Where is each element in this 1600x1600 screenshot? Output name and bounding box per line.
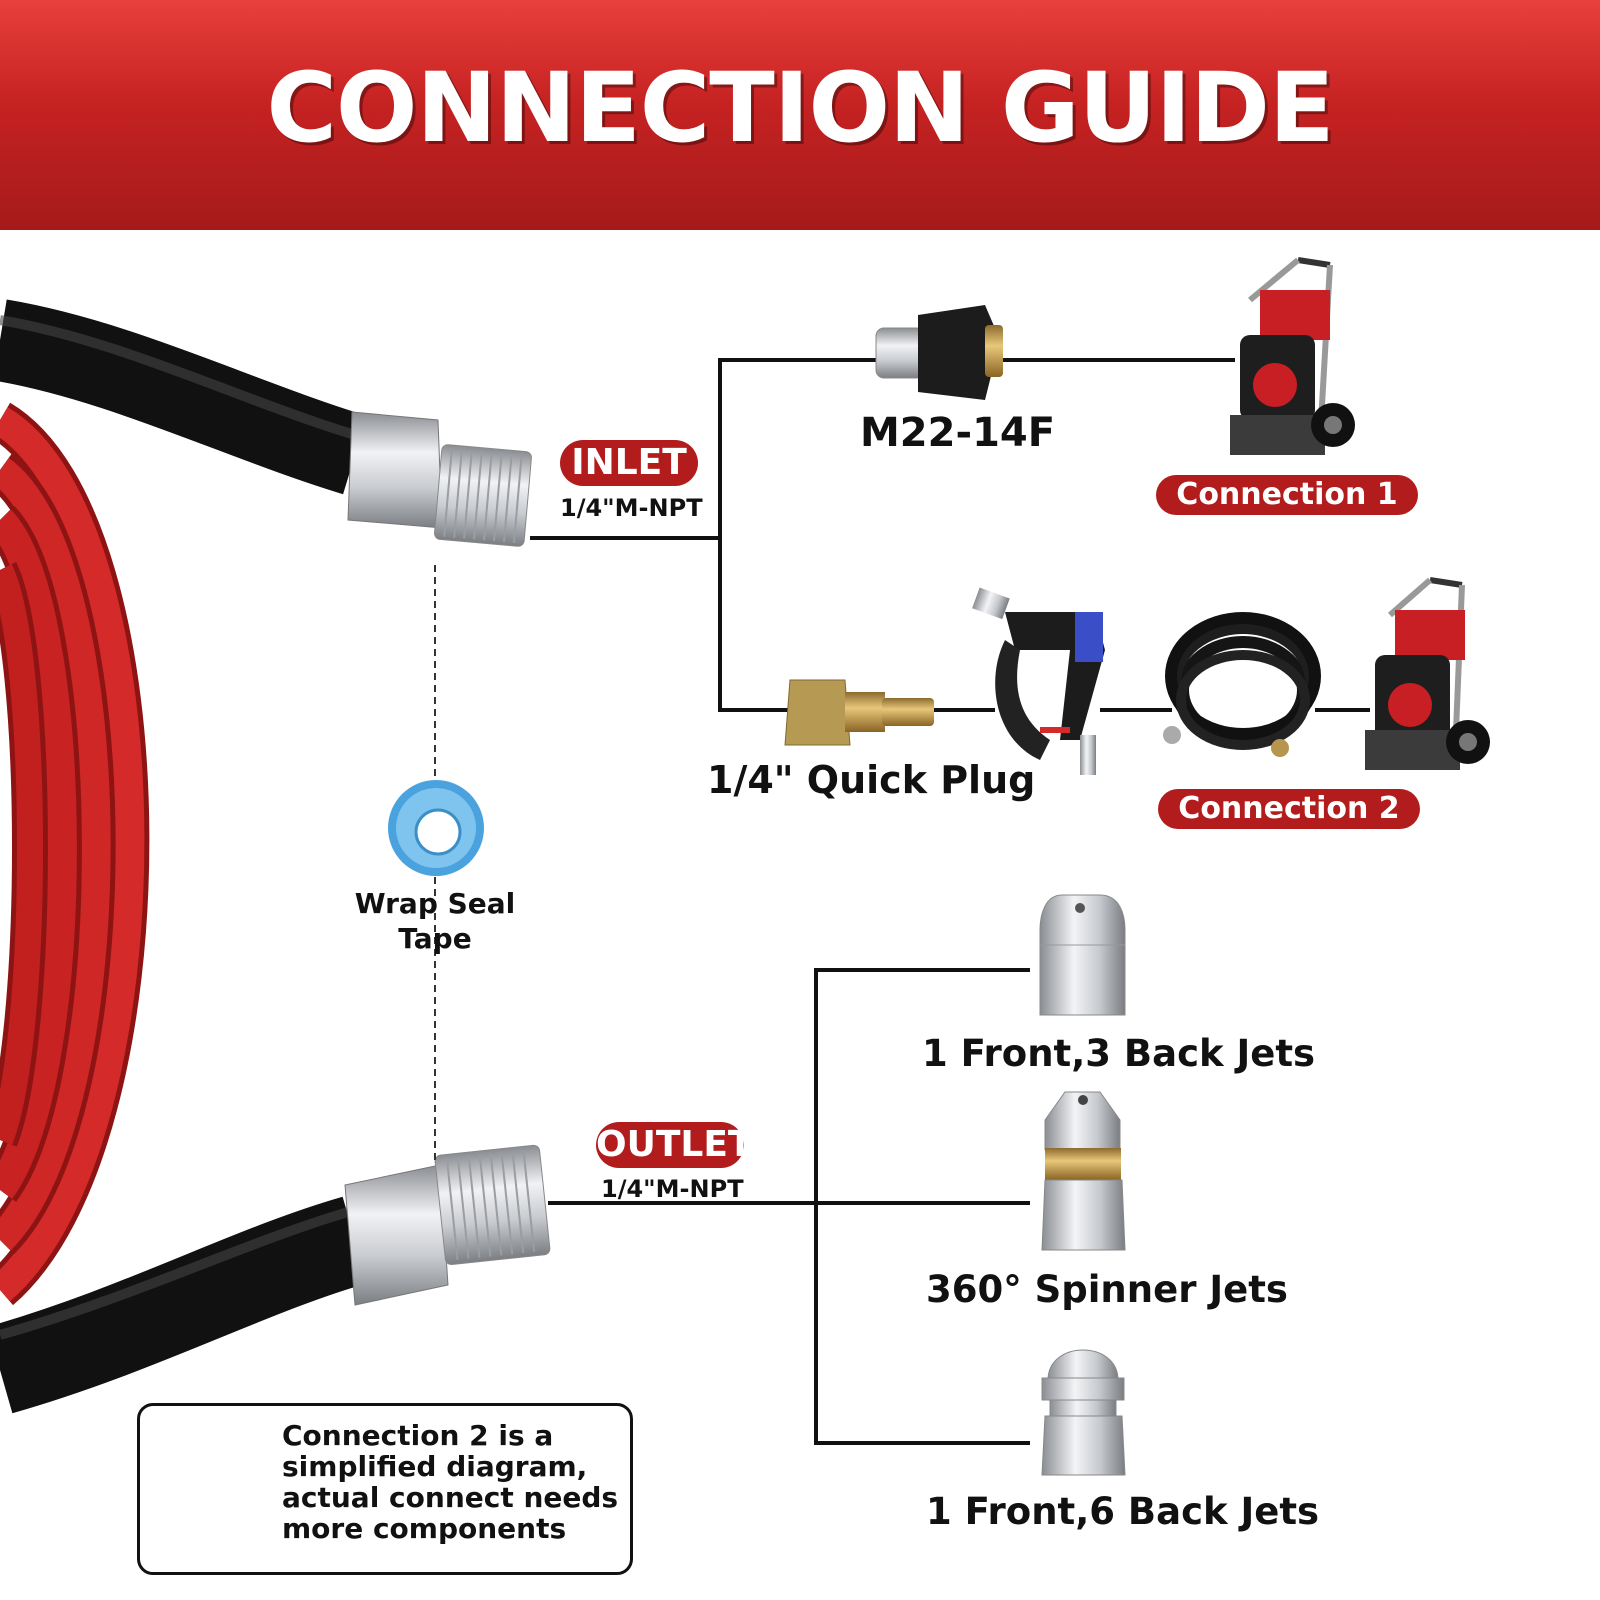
outlet-fitting (344, 1144, 551, 1306)
connector-lines (530, 358, 1370, 1445)
m22-14f-adapter-image (875, 305, 1003, 400)
red-hose-coil (0, 402, 150, 1306)
note-line: actual connect needs (282, 1481, 619, 1514)
header-banner: CONNECTION GUIDE (0, 0, 1600, 230)
page-title: CONNECTION GUIDE (266, 52, 1334, 164)
outlet-badge: OUTLET (596, 1122, 752, 1168)
inlet-hose (0, 299, 367, 495)
outlet-spec: 1/4"M-NPT (601, 1175, 744, 1203)
outlet-hose (0, 1196, 368, 1414)
inlet-fitting (347, 411, 532, 547)
seal-tape-label-line1: Wrap Seal (354, 887, 516, 920)
nozzle-label: 360° Spinner Jets (926, 1268, 1288, 1311)
quick-plug-label: 1/4" Quick Plug (707, 758, 1036, 802)
note-line: more components (282, 1512, 567, 1545)
seal-tape-icon (388, 780, 484, 876)
pressure-washer-icon (1365, 577, 1490, 770)
nozzle-1-front-3-back-image (1039, 894, 1126, 1016)
note-line: simplified diagram, (282, 1450, 588, 1483)
seal-tape-label-line2: Tape (398, 922, 472, 955)
connection-2-badge: Connection 2 (1158, 789, 1420, 829)
connection-1-badge: Connection 1 (1156, 475, 1418, 515)
inlet-spec: 1/4"M-NPT (560, 494, 703, 522)
nozzle-label: 1 Front,6 Back Jets (926, 1490, 1320, 1533)
pressure-washer-icon (1230, 257, 1355, 455)
m22-14f-label: M22-14F (860, 410, 1056, 456)
nozzle-1-front-6-back-image (1041, 1349, 1126, 1476)
nozzle-360-spinner-image (1041, 1091, 1126, 1251)
quick-plug-image (784, 679, 934, 746)
nozzle-label: 1 Front,3 Back Jets (922, 1032, 1316, 1075)
inlet-badge: INLET (560, 440, 698, 486)
coiled-hose-icon (1163, 612, 1321, 757)
spray-gun-icon (972, 587, 1105, 775)
note-box (137, 1403, 633, 1575)
note-line: Connection 2 is a (282, 1419, 554, 1452)
